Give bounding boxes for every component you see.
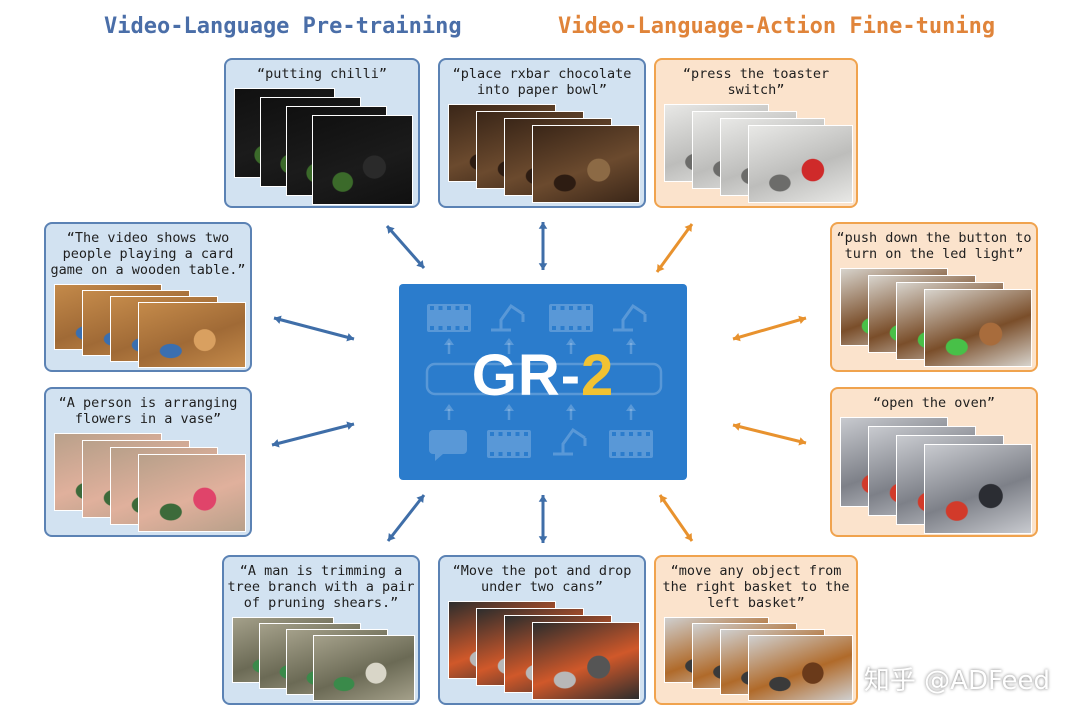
card-putting-chilli: “putting chilli” xyxy=(224,58,420,208)
card-basket: “move any object from the right basket t… xyxy=(654,555,858,705)
arrow-led xyxy=(732,315,807,342)
up-arrow-icon xyxy=(504,338,514,354)
gr2-architecture-icons xyxy=(425,303,663,461)
arrow-toaster xyxy=(655,223,694,273)
card-caption: “place rxbar chocolate into paper bowl” xyxy=(452,66,632,98)
card-caption: “A man is trimming a tree branch with a … xyxy=(227,563,415,611)
watermark: 知乎 @ADFeed xyxy=(863,666,1050,696)
film-icon xyxy=(609,430,653,458)
video-frame xyxy=(532,125,640,203)
video-frame-stack xyxy=(54,433,246,533)
video-frame-stack xyxy=(664,104,853,204)
arrow-rxbar xyxy=(538,222,548,270)
video-frame xyxy=(312,115,413,205)
arrow-oven xyxy=(732,422,807,446)
arrow-basket xyxy=(658,494,694,542)
video-frame xyxy=(748,635,853,701)
up-arrow-icon xyxy=(566,338,576,354)
video-frame-stack xyxy=(234,88,414,205)
arrow-pot xyxy=(538,495,548,543)
gr2-model-box: GR-2 xyxy=(399,284,687,480)
arrow-flowers xyxy=(271,421,355,448)
up-arrow-icon xyxy=(504,404,514,420)
gr2-logo-number: 2 xyxy=(581,343,615,408)
arrow-putting-chilli xyxy=(385,225,426,269)
video-frame-stack xyxy=(448,104,640,204)
card-caption: “press the toaster switch” xyxy=(682,66,830,98)
card-caption: “putting chilli” xyxy=(256,66,388,82)
up-arrow-icon xyxy=(444,404,454,420)
robot-arm-icon xyxy=(491,303,525,332)
up-arrow-icon xyxy=(444,338,454,354)
video-frame-stack xyxy=(664,617,853,701)
card-caption: “open the oven” xyxy=(873,395,995,411)
card-caption: “push down the button to turn on the led… xyxy=(836,230,1032,262)
video-frame xyxy=(924,289,1032,367)
video-frame-stack xyxy=(232,617,415,701)
robot-arm-icon xyxy=(553,427,587,456)
card-card-game: “The video shows two people playing a ca… xyxy=(44,222,252,372)
finetuning-heading: Video-Language-Action Fine-tuning xyxy=(558,14,996,39)
film-icon xyxy=(549,304,593,332)
video-frame xyxy=(313,635,415,701)
video-frame xyxy=(748,125,853,203)
card-led-light: “push down the button to turn on the led… xyxy=(830,222,1038,372)
chat-bubble-icon xyxy=(429,430,467,454)
gr2-logo-text: GR- xyxy=(471,343,582,408)
gr2-logo: GR-2 xyxy=(399,342,687,409)
video-frame-stack xyxy=(54,284,246,368)
arrow-trimming xyxy=(386,494,426,542)
video-frame xyxy=(532,622,640,700)
up-arrow-icon xyxy=(626,338,636,354)
up-arrow-icon xyxy=(566,404,576,420)
video-frame xyxy=(138,302,246,368)
film-icon xyxy=(427,304,471,332)
card-caption: “move any object from the right basket t… xyxy=(662,563,850,611)
card-press-toaster: “press the toaster switch” xyxy=(654,58,858,208)
card-pot-cans: “Move the pot and drop under two cans” xyxy=(438,555,646,705)
video-frame-stack xyxy=(840,268,1032,368)
card-open-oven: “open the oven” xyxy=(830,387,1038,537)
up-arrow-icon xyxy=(626,404,636,420)
robot-arm-icon xyxy=(613,303,647,332)
video-frame xyxy=(138,454,246,532)
transformer-block xyxy=(425,362,663,396)
arrow-card-game xyxy=(273,315,355,342)
card-caption: “Move the pot and drop under two cans” xyxy=(452,563,632,595)
film-icon xyxy=(487,430,531,458)
card-rxbar-chocolate: “place rxbar chocolate into paper bowl” xyxy=(438,58,646,208)
pretraining-heading: Video-Language Pre-training xyxy=(104,14,462,39)
card-trimming-branch: “A man is trimming a tree branch with a … xyxy=(222,555,420,705)
video-frame-stack xyxy=(448,601,640,701)
video-frame-stack xyxy=(840,417,1032,534)
card-arranging-flowers: “A person is arranging flowers in a vase… xyxy=(44,387,252,537)
card-caption: “The video shows two people playing a ca… xyxy=(50,230,246,278)
video-frame xyxy=(924,444,1032,534)
card-caption: “A person is arranging flowers in a vase… xyxy=(58,395,238,427)
